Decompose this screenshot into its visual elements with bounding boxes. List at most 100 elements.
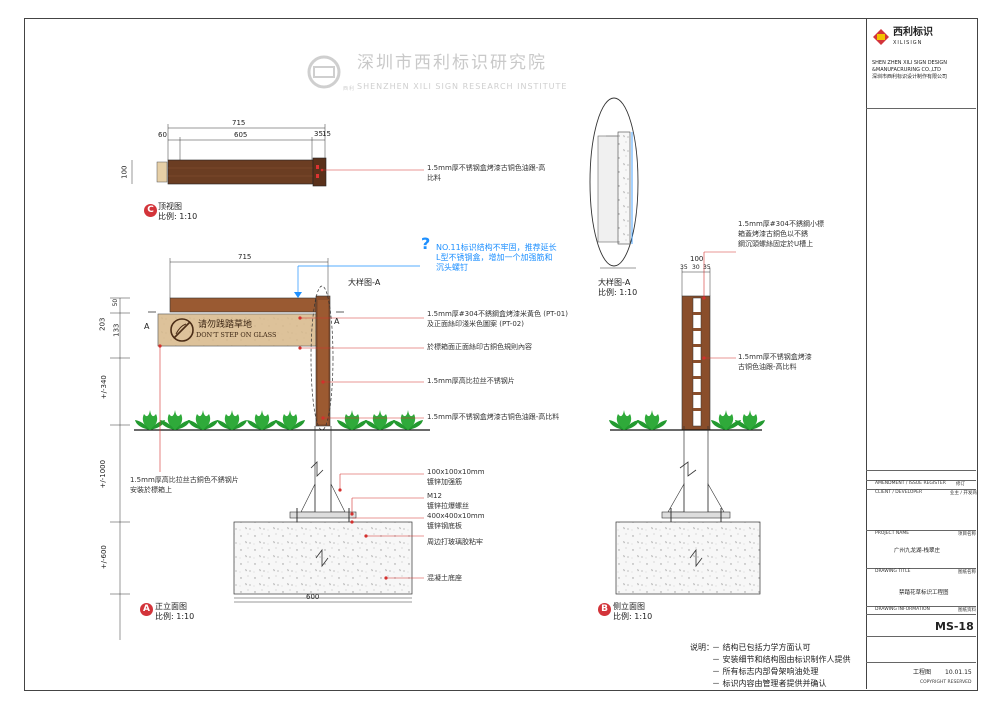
- project-name-label-cn: 项目名称: [958, 532, 976, 537]
- client-label-cn: 业主 / 开发商: [950, 491, 977, 496]
- front-note-5b: 镀锌加强筋: [427, 478, 462, 486]
- tb-divider: [866, 568, 976, 569]
- stage-label: 工程图: [913, 669, 932, 676]
- dim-100-side: 100: [690, 255, 704, 263]
- front-note-7a: 400x400x10mm: [427, 512, 485, 520]
- dim-600: 600: [306, 593, 320, 601]
- drawing-info-label-cn: 图纸资料: [958, 608, 976, 613]
- top-view: [131, 124, 424, 187]
- tb-divider: [866, 470, 976, 471]
- dim-715-front: 715: [238, 253, 252, 261]
- detail-view-title: 大样图-A: [598, 278, 631, 287]
- dim-600-vertical: +/-600: [99, 545, 108, 570]
- dim-30-side: 30: [692, 264, 700, 271]
- tb-divider: [866, 636, 976, 637]
- tb-divider: [866, 614, 976, 615]
- front-note-2: 於標箱面正面絲印古銅色規則內容: [427, 343, 532, 351]
- copyright: COPYRIGHT RESERVED: [920, 680, 972, 685]
- front-view-scale: 比例: 1:10: [155, 612, 195, 621]
- watermark-logo-icon: [307, 55, 341, 89]
- legend-item: － 所有标志内部骨架响油处理: [712, 667, 819, 676]
- section-a-left: A: [144, 322, 150, 331]
- tb-divider: [866, 108, 976, 109]
- watermark-subtitle: SHENZHEN XILI SIGN RESEARCH INSTITUTE: [357, 82, 568, 91]
- side-note-2b: 古铜色油跟-高比料: [738, 363, 797, 371]
- view-mark-c: C: [144, 204, 157, 217]
- tb-divider: [866, 480, 976, 481]
- tb-divider: [866, 606, 976, 607]
- front-note-1a: 1.5mm厚#304不銹鋼盒烤漆米黃色 (PT-01): [427, 310, 568, 318]
- drawing-canvas: [110, 97, 765, 640]
- front-note-3: 1.5mm厚高比拉丝不锈钢片: [427, 377, 515, 385]
- front-view-title: 正立面图: [155, 602, 187, 611]
- sign-text-cn: 请勿践踏草地: [198, 320, 253, 330]
- amendment-label-cn: 修订: [956, 482, 965, 487]
- company-en-2: &MANUFACRURING CO.,LTD: [872, 67, 941, 73]
- tb-divider: [866, 489, 976, 490]
- title-block: [866, 18, 977, 689]
- amendment-label: AMENDMENT / ISSUE REGISTER: [875, 481, 946, 486]
- blue-note: NO.11标识结构不牢固，推荐延长L型不锈钢盒，增加一个加强筋和沉头螺钉: [436, 243, 557, 272]
- legend-label: 说明：: [690, 643, 714, 652]
- dim-715-top: 715: [232, 119, 246, 127]
- side-view: [609, 251, 765, 595]
- side-note-1b: 箱蓋烤漆古銅色以不銹: [738, 230, 808, 238]
- dim-35-side-2: 35: [703, 264, 711, 271]
- detail-a-label: 大样图-A: [348, 278, 381, 287]
- project-name-label: PROJECT NAME: [875, 531, 910, 536]
- brand-logo-icon: [873, 29, 889, 45]
- top-note-2: 比料: [427, 174, 441, 182]
- side-note-2a: 1.5mm厚不锈钢盒烤漆: [738, 353, 812, 361]
- question-mark: ?: [421, 234, 431, 253]
- drawing-title-label: DRAWING TITLE: [875, 569, 911, 574]
- client-label: CLIENT / DEVELOPER: [875, 490, 923, 495]
- left-note-2: 安裝於標箱上: [130, 486, 172, 494]
- brand-name-cn: 西利标识: [893, 27, 933, 38]
- front-note-5a: 100x100x10mm: [427, 468, 485, 476]
- drawing-title-label-cn: 图纸名称: [958, 570, 976, 575]
- watermark-badge: 西利: [343, 86, 356, 92]
- legend-item: － 标识内容由管理者提供并确认: [712, 679, 827, 688]
- dim-35: 35: [314, 130, 323, 138]
- dim-1000: +/-1000: [99, 459, 108, 489]
- project-name: 广州九龙湖-栈翠庄: [894, 548, 940, 554]
- dim-340: +/-340: [99, 375, 108, 400]
- side-view-title: 侧立面图: [613, 602, 645, 611]
- section-a-right: A: [334, 317, 340, 326]
- drawing-title: 禁踏花草标识工程图: [899, 590, 949, 596]
- front-note-6a: M12: [427, 492, 442, 500]
- watermark-title: 深圳市西利标识研究院: [357, 53, 547, 73]
- detail-view-scale: 比例: 1:10: [598, 288, 638, 297]
- dim-605: 605: [234, 131, 248, 139]
- front-note-8: 周边打玻璃胶粘牢: [427, 538, 483, 546]
- top-note-1: 1.5mm厚不锈钢盒烤漆古铜色油跟-高: [427, 164, 546, 172]
- front-note-9: 混凝土底座: [427, 574, 462, 582]
- front-note-4: 1.5mm厚不锈钢盒烤漆古铜色油跟-高比料: [427, 413, 560, 421]
- company-cn: 深圳市西利标识设计制作有限公司: [872, 74, 948, 80]
- top-view-title: 顶视图: [158, 202, 182, 211]
- legend-list: － 结构已包括力学方面认可 － 安装细节和结构图由标识制作人提供 － 所有标志内…: [712, 642, 851, 690]
- dim-50: 50: [112, 298, 120, 307]
- tb-divider: [866, 530, 976, 531]
- dim-203: 203: [98, 317, 107, 331]
- front-note-7b: 镀锌钢底板: [427, 522, 462, 530]
- dim-133: 133: [112, 323, 121, 337]
- legend-item: － 安装细节和结构图由标识制作人提供: [712, 655, 851, 664]
- drawing-info-label: DRAWING INFORMATION: [875, 607, 930, 612]
- left-note-1: 1.5mm厚高比拉丝古銅色不銹钢片: [130, 476, 239, 484]
- side-note-1a: 1.5mm厚#304不銹鋼小標: [738, 220, 824, 228]
- sign-text-en: DON'T STEP ON GLASS: [196, 331, 277, 339]
- side-view-scale: 比例: 1:10: [613, 612, 653, 621]
- front-view: [110, 258, 430, 640]
- detail-view: [589, 97, 639, 269]
- company-en-1: SHEN ZHEN XILI SIGN DESIGN: [872, 60, 947, 66]
- issue-date: 10.01.15: [945, 669, 972, 676]
- top-view-scale: 比例: 1:10: [158, 212, 198, 221]
- dim-35-side: 35: [680, 264, 688, 271]
- dim-100-top: 100: [120, 165, 129, 179]
- brand-name-en: XILISIGN: [893, 40, 923, 46]
- tb-divider: [866, 662, 976, 663]
- view-mark-b: B: [598, 603, 611, 616]
- view-mark-a: A: [140, 603, 153, 616]
